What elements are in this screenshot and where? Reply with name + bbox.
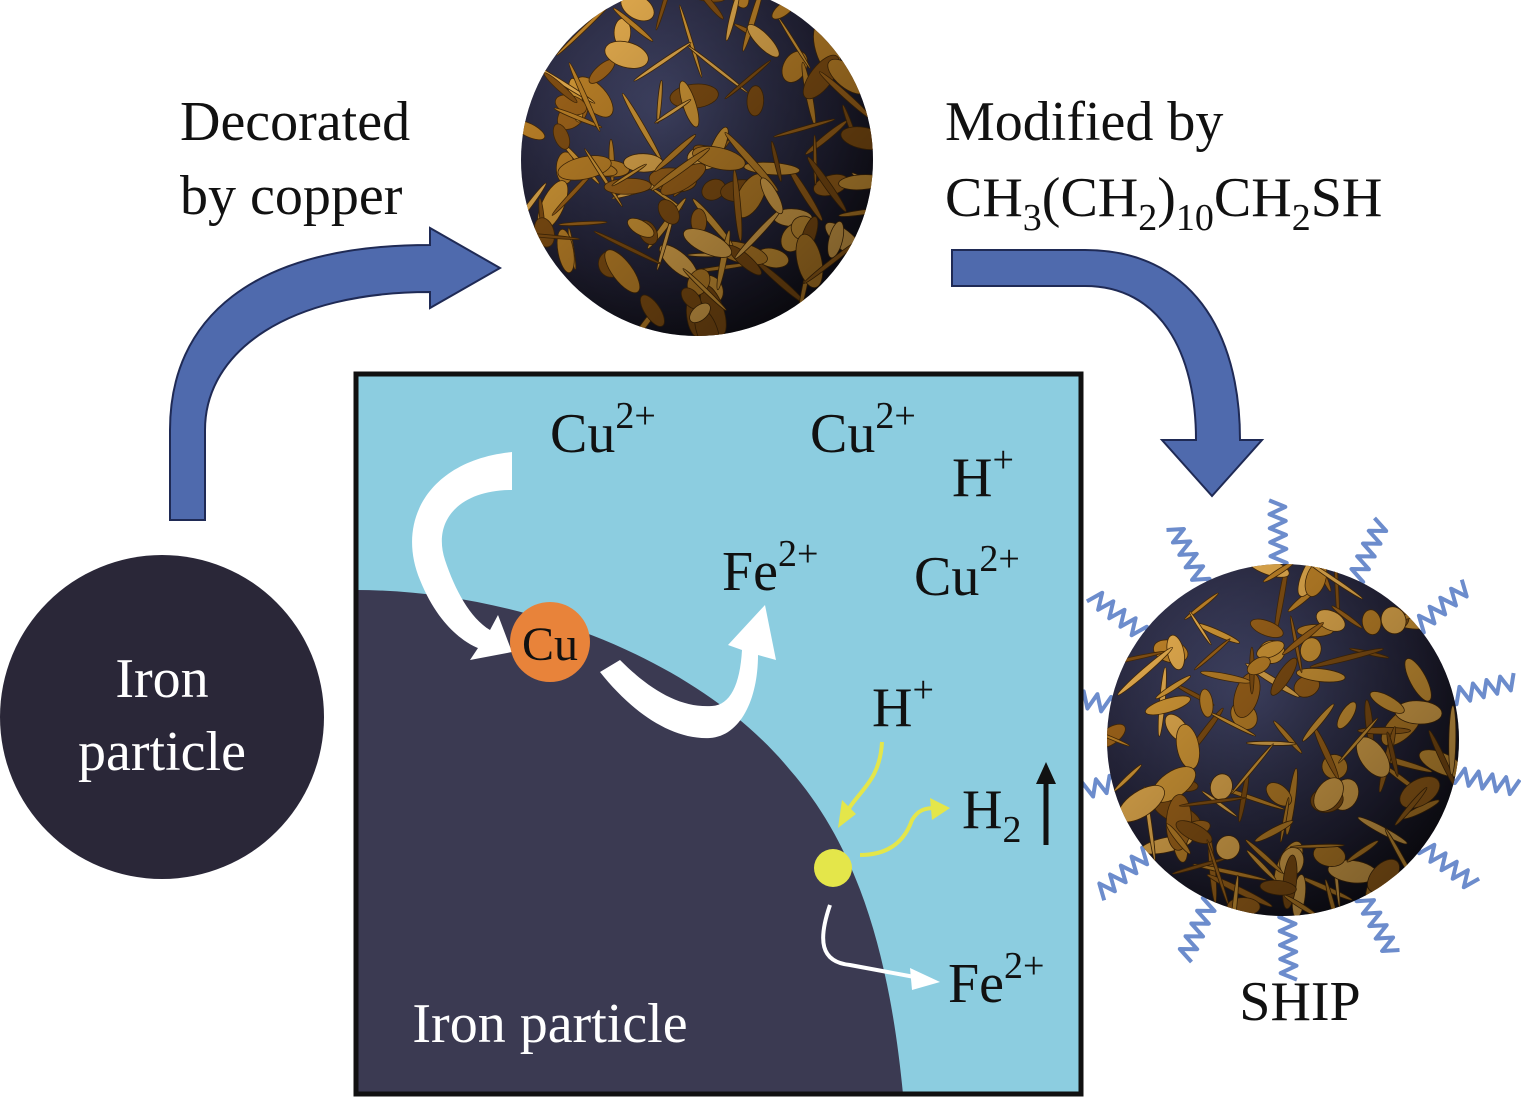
ion-h-2: H+ <box>872 669 934 739</box>
ship-sphere <box>1044 498 1521 982</box>
mechanism-inset: Iron particle Cu Cu2+ Cu2+ H+ Cu2+ Fe2+ … <box>353 371 1084 1097</box>
alkyl-chain <box>1166 527 1212 590</box>
decorated-label-line2: by copper <box>180 165 403 227</box>
ion-h-1: H+ <box>952 439 1014 509</box>
ion-cu2-1: Cu2+ <box>550 395 656 465</box>
h2-gas-label: H2 <box>962 779 1021 851</box>
alkyl-chain <box>1267 498 1289 572</box>
alkyl-chain <box>1446 672 1516 707</box>
ion-cu2-3: Cu2+ <box>914 538 1020 608</box>
iron-label-line2: particle <box>78 721 246 783</box>
alkyl-chain <box>1447 766 1521 797</box>
iron-particle-sphere: Iron particle <box>0 555 324 879</box>
ion-fe2-1: Fe2+ <box>722 533 818 603</box>
iron-label-line1: Iron <box>115 648 208 710</box>
hydrogen-site-dot <box>814 849 852 887</box>
fe-dissolve-arrowhead <box>910 968 940 990</box>
alkyl-chain <box>1416 842 1481 890</box>
copper-deposit-dot <box>510 602 590 682</box>
gas-evolution-arrow-icon <box>1036 762 1056 845</box>
alkyl-chain <box>1354 890 1400 953</box>
fe-release-arrow <box>600 605 776 739</box>
alkyl-chain <box>1349 516 1389 588</box>
alkyl-chain <box>1177 892 1217 964</box>
h-plus-approach-arrow <box>846 741 884 812</box>
modified-label-line1: Modified by <box>945 91 1223 153</box>
decorate-arrow <box>169 226 503 521</box>
modify-arrow <box>951 249 1265 498</box>
iron-surface <box>356 590 903 1094</box>
ship-label: SHIP <box>1239 971 1360 1033</box>
thiol-formula: CH3(CH2)10CH2SH <box>945 167 1382 239</box>
alkyl-chains <box>1044 498 1521 982</box>
copper-decorated-sphere <box>521 0 873 336</box>
alkyl-chain <box>1097 845 1154 901</box>
alkyl-chain <box>1277 908 1299 982</box>
fe-dissolve-arrow <box>821 904 921 980</box>
alkyl-chain <box>1085 590 1150 638</box>
alkyl-chain <box>1412 579 1469 635</box>
decorated-label-line1: Decorated <box>180 91 410 153</box>
h2-release-arrow <box>859 806 936 857</box>
cu-deposit-arrow <box>412 452 512 660</box>
ion-cu2-2: Cu2+ <box>810 395 916 465</box>
copper-dot-label: Cu <box>522 618 578 671</box>
h2-arrowhead <box>930 798 950 820</box>
ion-fe2-2: Fe2+ <box>948 945 1044 1015</box>
inset-iron-label: Iron particle <box>412 993 687 1055</box>
h-plus-arrowhead <box>838 800 856 828</box>
